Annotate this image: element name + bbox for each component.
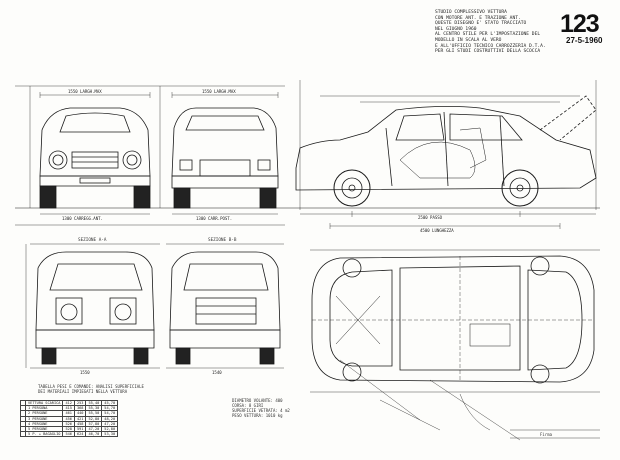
note-line: DIAMETRO VOLANTE: 400 (232, 398, 283, 403)
dim-wheelbase-label: 2500 PASSO (418, 215, 443, 220)
dim-length-label: 4500 LUNGHEZZA (420, 228, 454, 233)
header-notes: STUDIO COMPLESSIVO VETTURA CON MOTORE AN… (435, 10, 546, 55)
table-cell: VETTURA SCARICA (24, 399, 64, 407)
table-cell: 54,70 (101, 410, 119, 417)
front-section-caption: SEZIONE A-A (78, 238, 107, 243)
signature: Firma (540, 432, 553, 437)
table-title: TABELLA PESI E COMANDI: ANALISI SUPERFIC… (38, 384, 144, 394)
front-section (25, 243, 160, 369)
table-cell: 54,70 (101, 405, 119, 412)
table-cell: 5 PERSONE (24, 425, 64, 433)
dim-section-front-label: 1550 (80, 370, 90, 375)
header-note-line: E ALL'UFFICIO TECNICO CARROZZERIA D.T.A. (435, 43, 546, 49)
plan-view (310, 249, 600, 441)
dim-front-track-label: 1300 CARREGG.ANT. (62, 216, 103, 221)
table-cell: 45,70 (101, 399, 119, 407)
header-note-line: MODELLO IN SCALA AL VERO (435, 37, 502, 43)
dim-front-width-label: 1550 LARGH.MAX (68, 89, 102, 94)
rear-section (166, 243, 284, 369)
rear-view (171, 94, 279, 215)
header-note-line: NEL GIUGNO 1960 (435, 26, 477, 32)
note-line: CORSA: 8 GIRI (232, 403, 264, 408)
note-line: SUPERFICIE VETRATA: 4 m2 (232, 408, 290, 413)
note-line: PESO VETTURA: 1010 kg (232, 413, 283, 418)
table-cell: 53,30 (101, 431, 119, 438)
model-number: 123 (560, 10, 600, 38)
notes-block: DIAMETRO VOLANTE: 400 CORSA: 8 GIRI SUPE… (232, 398, 290, 418)
table-cell: 52,80 (101, 425, 119, 433)
table-cell: 1 PERSONA (24, 405, 64, 412)
side-view (295, 80, 597, 227)
table-cell: 48,20 (101, 415, 119, 422)
table-cell: 47,20 (101, 420, 119, 428)
model-date: 27-5-1960 (566, 36, 603, 45)
header-note-line: CON MOTORE ANT. E TRAZIONE ANT. (435, 15, 521, 21)
header-note-line: AL CENTRO STILE PER L'IMPOSTAZIONE DEL (435, 32, 541, 38)
header-note-line: QUESTE DISEGNO E' STATO TRACCIATO (435, 21, 527, 27)
table-cell: 3 PERSONE (24, 415, 64, 422)
header-note-line: STUDIO COMPLESSIVO VETTURA (435, 10, 507, 15)
dim-rear-track-label: 1300 CARR.POST. (196, 216, 232, 221)
rear-section-caption: SEZIONE B-B (208, 238, 237, 243)
table-cell: 5 P. + BAGAGLIO (24, 431, 64, 438)
table-cell: 4 PERSONE (24, 420, 64, 428)
header-note-line: PER GLI STUDI COSTRUTTIVI DELLA SCOCCA (435, 49, 541, 55)
dim-rear-width-label: 1550 LARGH.MAX (202, 89, 236, 94)
table-cell: 624 (73, 431, 87, 438)
table-cell: 546 (62, 431, 75, 438)
table-title-line: DEI MATERIALI IMPIEGATI NELLA VETTURA (38, 389, 128, 394)
dim-section-rear-label: 1540 (212, 370, 222, 375)
table-title-line: TABELLA PESI E COMANDI: ANALISI SUPERFIC… (38, 384, 144, 389)
table-cell: 46,70 (85, 431, 103, 438)
front-view (29, 86, 161, 215)
table-cell: 2 PERSONE (24, 410, 64, 417)
